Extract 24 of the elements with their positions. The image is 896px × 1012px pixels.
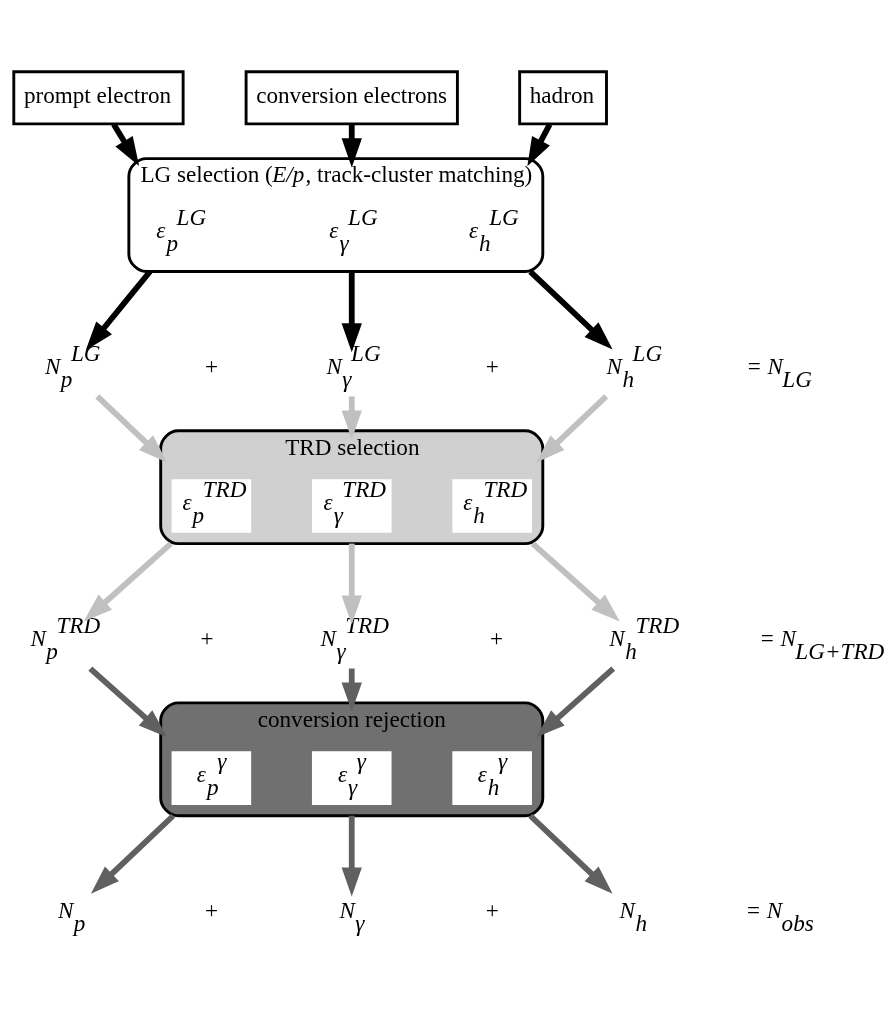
arrow [95,394,168,463]
arrow [341,271,362,353]
arrow [528,813,613,894]
label: + [488,625,505,652]
arrow [530,541,620,622]
arrow [111,122,140,167]
node-box: prompt electron [12,70,185,126]
arrow [85,269,153,351]
label: + [199,625,215,652]
arrow [528,269,613,350]
label: + [484,897,500,924]
label: + [203,897,220,924]
label: + [203,353,220,379]
arrow [527,122,553,167]
arrow [341,543,362,625]
arrow [83,541,173,622]
arrow [341,815,362,897]
node-box: hadron [518,70,608,126]
arrow [90,813,176,894]
arrow [536,666,616,738]
arrow [536,394,609,463]
node-box: conversion electrons [244,70,459,126]
label: + [484,353,500,379]
arrow [88,666,168,738]
